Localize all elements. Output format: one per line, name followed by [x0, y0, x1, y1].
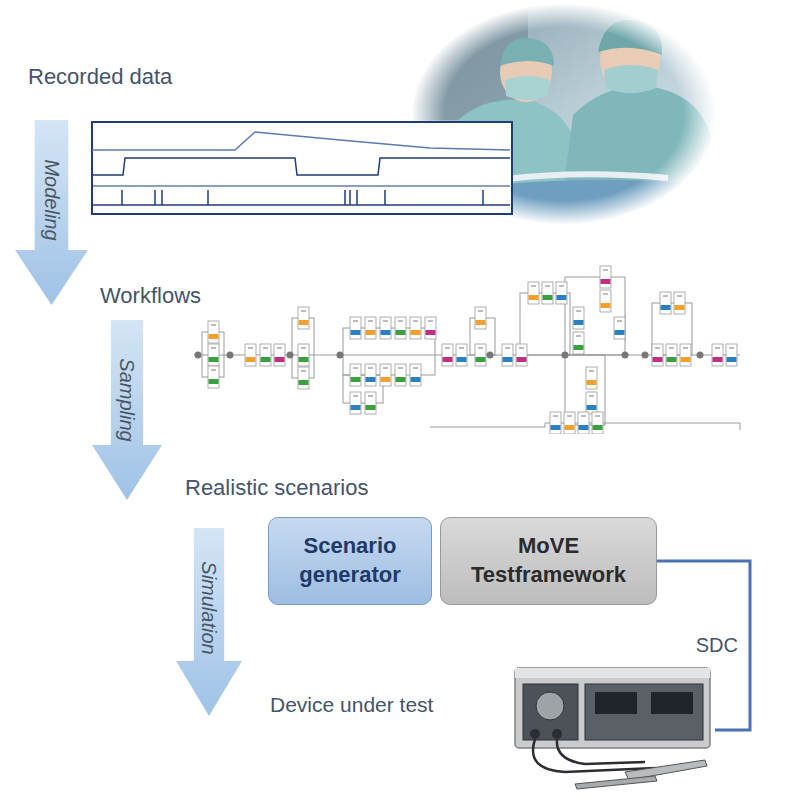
connector — [552, 729, 562, 739]
process-arrow: Simulation — [176, 528, 242, 716]
box-label: MoVE Testframework — [464, 532, 634, 589]
workflow-tasks — [208, 266, 737, 434]
display — [651, 692, 693, 714]
arrow-label: Simulation — [198, 561, 220, 654]
device-node: Device under test — [505, 660, 715, 792]
edge-label: SDC — [694, 634, 740, 657]
pump-panel — [523, 684, 578, 740]
arrow-body — [15, 120, 88, 305]
process-arrow: Sampling — [92, 320, 162, 500]
process-arrow: Modeling — [15, 120, 88, 305]
device-illustration — [505, 660, 715, 792]
box-text-group: Scenario generator — [279, 532, 421, 589]
box-label: Scenario generator — [279, 532, 421, 589]
signal-chart — [90, 120, 516, 218]
process-box: Scenario generator — [268, 517, 432, 605]
device-top — [515, 668, 710, 678]
handpiece — [625, 760, 707, 780]
workflow-lines — [194, 277, 740, 430]
pump-wheel — [536, 692, 564, 720]
device-label: Device under test — [270, 693, 433, 717]
chart-frame — [92, 122, 512, 214]
section-label: Workflows — [100, 283, 201, 309]
section-label: Realistic scenarios — [185, 475, 368, 501]
event-ticks — [122, 190, 483, 205]
arrow-label: Sampling — [116, 358, 138, 441]
section-label: Recorded data — [28, 64, 172, 90]
display — [595, 692, 637, 714]
arrow-label: Modeling — [41, 159, 63, 240]
handpiece — [575, 776, 657, 789]
signal-trace — [92, 158, 510, 175]
workflow-graph — [190, 262, 745, 434]
signal-trace — [92, 132, 510, 150]
arrow-body — [176, 528, 242, 716]
signal-trace — [92, 185, 510, 186]
device-housing — [515, 668, 710, 748]
process-box: MoVE Testframework — [440, 517, 657, 605]
cable — [557, 739, 645, 764]
box-text-group: MoVE Testframework — [464, 532, 634, 589]
connector — [530, 729, 540, 739]
arrow-body — [92, 320, 162, 500]
cable — [533, 739, 655, 772]
control-panel — [585, 684, 703, 740]
